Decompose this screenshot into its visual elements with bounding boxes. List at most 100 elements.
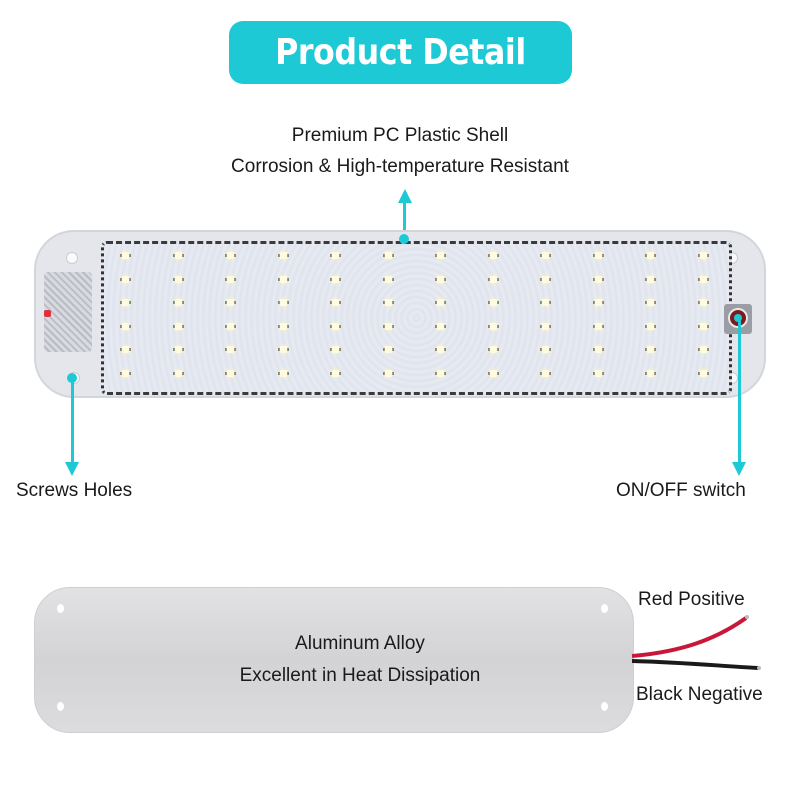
led-chip: [647, 252, 654, 259]
led-chip: [384, 275, 392, 283]
led-chip: [699, 299, 707, 306]
led-chip: [174, 322, 182, 330]
lamp-front-view: [34, 230, 766, 398]
alloy-callout: Aluminum Alloy Excellent in Heat Dissipa…: [160, 628, 560, 692]
shell-callout-line-2: Corrosion & High-temperature Resistant: [231, 156, 569, 177]
led-chip: [384, 252, 392, 259]
led-chip: [699, 369, 707, 377]
lamp-back-view: [34, 587, 634, 733]
led-chip: [279, 346, 287, 353]
led-chip: [227, 252, 234, 259]
led-chip: [227, 299, 234, 306]
arrow-up-icon: [398, 189, 412, 203]
led-chip: [122, 369, 129, 377]
led-chip: [122, 322, 129, 330]
led-chip: [489, 346, 497, 353]
shell-arrow-line: [403, 200, 406, 238]
led-chip: [594, 322, 602, 330]
screws-arrow-line: [71, 378, 74, 466]
led-chip: [279, 252, 287, 259]
led-chip: [437, 275, 444, 283]
alloy-callout-line-1: Aluminum Alloy: [295, 633, 425, 654]
shell-arrow-dot: [399, 234, 409, 244]
led-chip: [489, 299, 497, 306]
led-chip: [174, 346, 182, 353]
led-chip: [699, 322, 707, 330]
led-chip: [699, 346, 707, 353]
led-chip: [542, 299, 549, 306]
led-chip: [279, 275, 287, 283]
led-chip: [122, 346, 129, 353]
led-chip: [122, 299, 129, 306]
shell-callout: Premium PC Plastic Shell Corrosion & Hig…: [150, 120, 650, 182]
led-chip: [489, 275, 497, 283]
led-chip: [332, 299, 339, 306]
led-chip: [594, 346, 602, 353]
back-hole-top-right: [601, 604, 608, 613]
switch-callout: ON/OFF switch: [616, 480, 746, 501]
led-chip: [122, 252, 129, 259]
wires-icon: [631, 615, 761, 670]
screw-hole-top-left: [66, 252, 78, 264]
led-chip: [489, 369, 497, 377]
led-chip: [647, 322, 654, 330]
led-chip: [437, 346, 444, 353]
shell-callout-line-1: Premium PC Plastic Shell: [291, 125, 509, 146]
led-chip: [174, 252, 182, 259]
led-chip: [332, 369, 339, 377]
led-chip: [489, 252, 497, 259]
led-chip: [384, 322, 392, 330]
red-wire-label: Red Positive: [638, 589, 745, 610]
alloy-callout-line-2: Excellent in Heat Dissipation: [239, 665, 481, 686]
led-chip: [647, 299, 654, 306]
led-chip: [332, 252, 339, 259]
led-chip: [594, 369, 602, 377]
led-chip: [437, 299, 444, 306]
led-chip: [542, 346, 549, 353]
led-chip: [227, 322, 234, 330]
led-chip: [594, 275, 602, 283]
led-chip: [437, 322, 444, 330]
led-chip: [332, 322, 339, 330]
led-chip: [279, 299, 287, 306]
led-chip: [437, 369, 444, 377]
led-chip: [122, 275, 129, 283]
led-chip: [437, 252, 444, 259]
led-chip: [542, 322, 549, 330]
led-chip: [174, 369, 182, 377]
led-chip: [384, 299, 392, 306]
led-chip: [227, 346, 234, 353]
back-hole-bottom-left: [57, 702, 64, 711]
led-chip: [489, 322, 497, 330]
led-chip: [279, 322, 287, 330]
back-hole-top-left: [57, 604, 64, 613]
led-chip: [332, 275, 339, 283]
led-chip: [699, 275, 707, 283]
led-chip: [174, 275, 182, 283]
led-chip: [542, 252, 549, 259]
arrow-down-icon: [65, 462, 79, 476]
page-title: Product Detail: [275, 32, 526, 73]
led-chip: [542, 275, 549, 283]
back-hole-bottom-right: [601, 702, 608, 711]
led-chip: [647, 346, 654, 353]
led-chip: [384, 369, 392, 377]
led-chip: [227, 275, 234, 283]
led-chip: [594, 299, 602, 306]
led-chip: [699, 252, 707, 259]
led-chip: [647, 275, 654, 283]
led-chip: [279, 369, 287, 377]
led-chip: [384, 346, 392, 353]
led-chip: [332, 346, 339, 353]
led-chip: [647, 369, 654, 377]
led-chip: [174, 299, 182, 306]
screws-callout: Screws Holes: [16, 480, 133, 501]
pcb-board: [44, 272, 92, 352]
black-wire-label: Black Negative: [636, 684, 763, 705]
led-chip: [594, 252, 602, 259]
led-chip: [542, 369, 549, 377]
led-lens: [101, 241, 732, 395]
switch-arrow-line: [738, 318, 741, 464]
pcb-indicator: [44, 310, 51, 317]
arrow-down-icon: [732, 462, 746, 476]
